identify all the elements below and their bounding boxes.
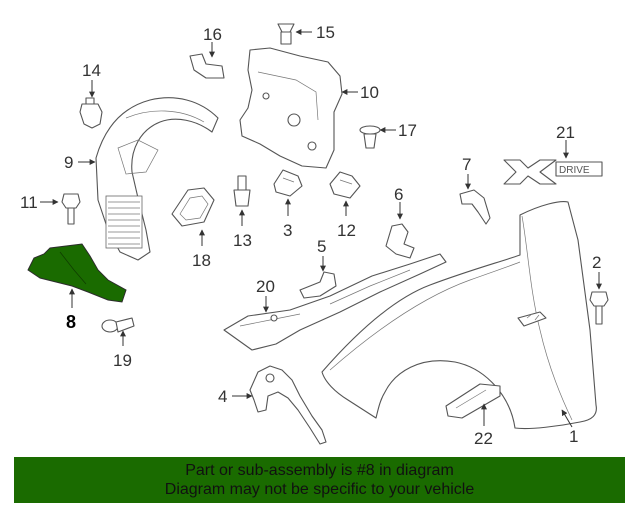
badge-21-part: DRIVE — [503, 159, 603, 185]
callout-22: 22 — [474, 429, 493, 448]
diagram-canvas: DRIVE 1 2 3 4 5 6 7 8 9 10 11 12 13 14 1… — [20, 23, 609, 448]
callout-5: 5 — [317, 237, 326, 256]
screw-19-part — [101, 317, 135, 333]
callout-10: 10 — [360, 83, 379, 102]
pin-13-part — [233, 175, 251, 207]
callout-7: 7 — [462, 155, 471, 174]
clip-3-part — [273, 169, 303, 197]
bracket-16-part — [189, 53, 225, 79]
callout-8: 8 — [66, 312, 76, 332]
callout-6: 6 — [394, 185, 403, 204]
callout-2: 2 — [592, 253, 601, 272]
callout-21: 21 — [556, 123, 575, 142]
callout-14: 14 — [82, 61, 101, 80]
liner-9-part — [95, 97, 219, 261]
callout-11: 11 — [20, 193, 38, 212]
callout-15: 15 — [316, 23, 335, 42]
trim-22-part — [445, 383, 501, 419]
callout-1: 1 — [569, 427, 578, 446]
callout-3: 3 — [283, 221, 292, 240]
clip-15-part — [277, 23, 295, 45]
clip-17-part — [359, 125, 381, 149]
bracket-5-part — [299, 271, 337, 299]
leader-1 — [561, 409, 573, 428]
seal-20-part — [223, 253, 447, 351]
bracket-7-part — [459, 189, 491, 225]
banner-line-1: Part or sub-assembly is #8 in diagram — [185, 462, 454, 479]
info-banner: Part or sub-assembly is #8 in diagram Di… — [14, 457, 625, 503]
callout-4: 4 — [218, 387, 227, 406]
clip-12-part — [329, 171, 361, 199]
callout-20: 20 — [256, 277, 275, 296]
callout-19: 19 — [113, 351, 132, 370]
callout-9: 9 — [64, 153, 73, 172]
clip-14-part — [79, 97, 103, 129]
callout-13: 13 — [233, 231, 252, 250]
callout-18: 18 — [192, 251, 211, 270]
bracket-6-part — [385, 223, 415, 259]
fender-part — [321, 201, 597, 430]
callout-16: 16 — [203, 25, 222, 44]
callout-17: 17 — [398, 121, 417, 140]
callout-12: 12 — [337, 221, 356, 240]
cap-18-part — [171, 187, 215, 227]
bracket-4-part — [249, 365, 327, 445]
cover-8-part — [27, 243, 127, 303]
panel-10-part — [239, 47, 343, 169]
bolt-11-part — [61, 193, 81, 225]
bolt-2-part — [589, 291, 609, 325]
banner-line-2: Diagram may not be specific to your vehi… — [164, 481, 475, 498]
parts-diagram: DRIVE 1 2 3 4 5 6 7 8 9 10 11 12 13 14 1… — [20, 23, 609, 448]
badge-text: DRIVE — [559, 165, 590, 176]
